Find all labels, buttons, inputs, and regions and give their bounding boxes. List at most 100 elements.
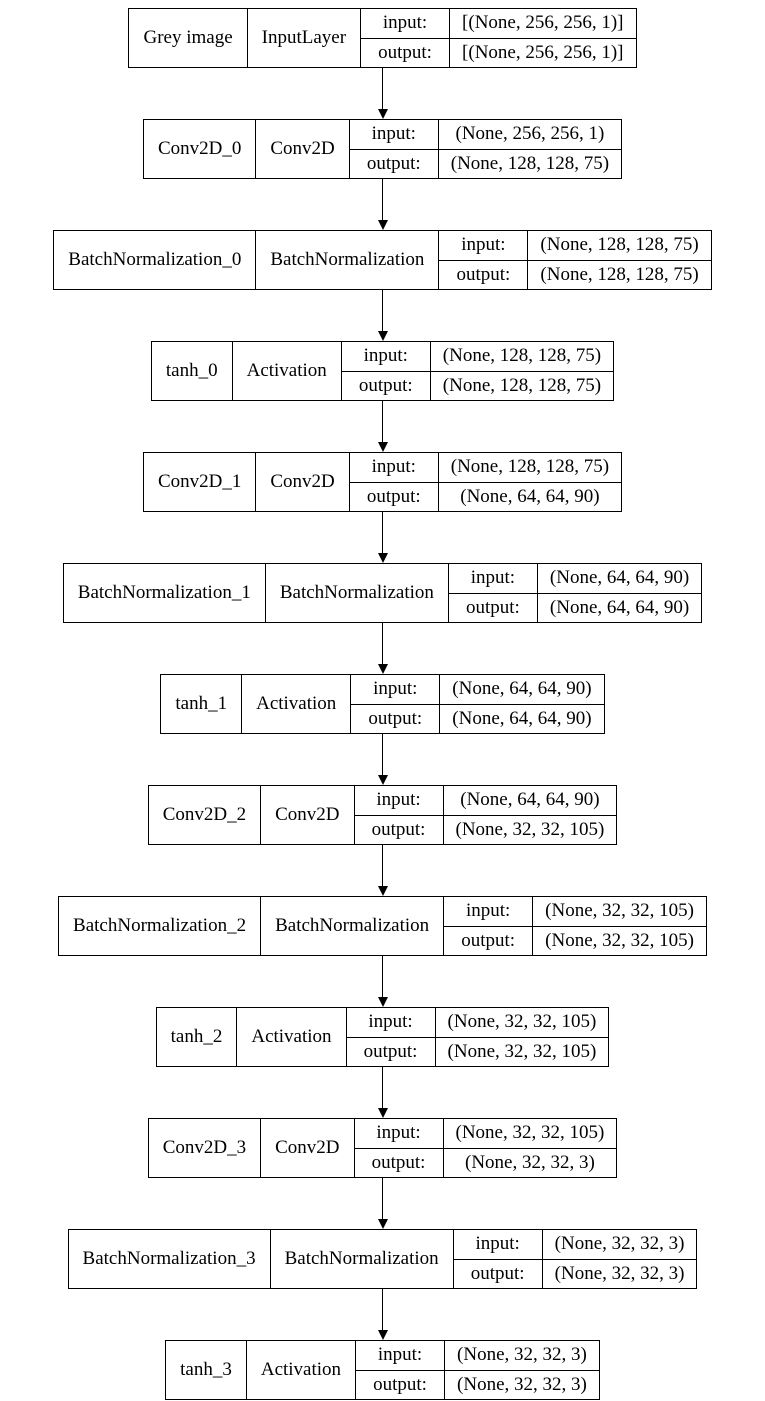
layer-io-table: input: (None, 64, 64, 90) output: (None,… [447,564,702,622]
layer-node: BatchNormalization_3 BatchNormalization … [67,1229,698,1289]
arrowhead-down-icon [377,664,388,674]
input-label: input: [363,345,408,367]
layer-name: tanh_2 [170,1026,223,1047]
layer-io-table: input: (None, 32, 32, 105) output: (None… [345,1008,609,1066]
output-row: output: (None, 64, 64, 90) [351,703,604,733]
input-label: input: [376,1122,421,1144]
output-shape: [(None, 256, 256, 1)] [449,38,635,67]
output-label: output: [470,1262,525,1284]
output-shape: (None, 32, 32, 3) [444,1370,599,1399]
layer-io-table: input: (None, 64, 64, 90) output: (None,… [353,786,617,844]
layer-name: Conv2D_3 [162,1137,247,1158]
output-shape: (None, 128, 128, 75) [429,371,613,400]
output-label: output: [366,485,421,507]
arrowhead-down-icon [377,220,388,230]
output-label: output: [378,41,432,63]
layer-name: Conv2D_0 [157,138,242,159]
output-shape: (None, 32, 32, 105) [442,815,617,844]
input-row: input: (None, 64, 64, 90) [351,675,603,704]
input-shape: (None, 128, 128, 75) [527,231,710,260]
arrowhead-down-icon [377,886,388,896]
connector-arrow [377,623,388,674]
arrow-line [382,179,383,220]
connector-arrow [377,1067,388,1118]
input-label: input: [465,900,511,922]
layer-io-table: input: (None, 64, 64, 90) output: (None,… [350,675,604,733]
layer-type: BatchNormalization [264,564,448,622]
output-row: output: (None, 128, 128, 75) [439,259,711,289]
output-label: output: [456,263,511,285]
arrowhead-down-icon [377,442,388,452]
arrow-line [382,623,383,664]
layer-io-table: input: (None, 32, 32, 105) output: (None… [353,1119,617,1177]
input-label: input: [475,1233,520,1255]
arrowhead-down-icon [377,775,388,785]
input-row: input: [(None, 256, 256, 1)] [361,9,635,38]
layer-name: BatchNormalization_1 [77,582,251,603]
output-label: output: [371,818,426,840]
output-label: output: [461,929,516,951]
arrow-line [382,68,383,109]
input-label: input: [373,678,418,700]
output-shape: (None, 128, 128, 75) [527,260,710,289]
layer-io-table: input: [(None, 256, 256, 1)] output: [(N… [360,9,636,67]
layer-name: BatchNormalization_3 [82,1248,256,1269]
output-label: output: [373,1373,427,1395]
input-shape: (None, 32, 32, 105) [532,897,706,926]
connector-arrow [377,512,388,563]
layer-name: Conv2D_2 [162,804,247,825]
layer-type: BatchNormalization [269,1230,453,1288]
connector-arrow [377,1178,388,1229]
layer-type: Activation [241,675,350,733]
output-row: output: (None, 32, 32, 105) [346,1036,609,1066]
input-label: input: [470,567,516,589]
connector-arrow [377,401,388,452]
layer-node: BatchNormalization_0 BatchNormalization … [53,230,712,290]
input-shape: (None, 64, 64, 90) [442,786,617,815]
layer-name: BatchNormalization_0 [68,249,242,270]
arrowhead-down-icon [377,331,388,341]
layer-io-table: input: (None, 128, 128, 75) output: (Non… [340,342,614,400]
input-row: input: (None, 32, 32, 105) [347,1008,609,1037]
layer-type: Activation [245,1341,355,1399]
output-shape: (None, 64, 64, 90) [437,482,621,511]
input-shape: (None, 32, 32, 3) [444,1341,599,1370]
output-label: output: [366,152,421,174]
input-shape: (None, 128, 128, 75) [429,342,613,371]
arrow-line [382,1289,383,1330]
layer-node: tanh_3 Activation input: (None, 32, 32, … [165,1340,600,1400]
output-shape: (None, 32, 32, 3) [442,1148,617,1177]
layer-type: Conv2D [260,786,353,844]
layer-io-table: input: (None, 32, 32, 3) output: (None, … [452,1230,697,1288]
output-row: output: (None, 64, 64, 90) [448,592,702,622]
arrow-line [382,401,383,442]
connector-arrow [377,956,388,1007]
arrow-line [382,512,383,553]
input-shape: (None, 32, 32, 3) [541,1230,697,1259]
input-shape: (None, 64, 64, 90) [439,675,603,704]
layer-node: Conv2D_0 Conv2D input: (None, 256, 256, … [142,119,623,179]
input-row: input: (None, 32, 32, 3) [356,1341,599,1370]
layer-node: BatchNormalization_1 BatchNormalization … [62,563,703,623]
layer-type: Conv2D [255,453,348,511]
input-label: input: [377,1344,423,1366]
connector-arrow [377,179,388,230]
arrow-line [382,1067,383,1108]
output-shape: (None, 32, 32, 105) [434,1037,609,1066]
layer-io-table: input: (None, 256, 256, 1) output: (None… [348,120,622,178]
input-shape: (None, 64, 64, 90) [536,564,701,593]
output-shape: (None, 64, 64, 90) [536,593,701,622]
arrowhead-down-icon [377,553,388,563]
connector-arrow [377,1289,388,1340]
layer-node: Conv2D_2 Conv2D input: (None, 64, 64, 90… [147,785,618,845]
layer-type: InputLayer [246,9,360,67]
input-row: input: (None, 64, 64, 90) [355,786,617,815]
output-shape: (None, 64, 64, 90) [439,704,603,733]
input-row: input: (None, 256, 256, 1) [350,120,621,149]
layer-type: Conv2D [255,120,348,178]
layer-io-table: input: (None, 32, 32, 3) output: (None, … [355,1341,599,1399]
layer-name: Grey image [143,27,233,48]
layer-type: Activation [231,342,341,400]
output-label: output: [465,596,520,618]
